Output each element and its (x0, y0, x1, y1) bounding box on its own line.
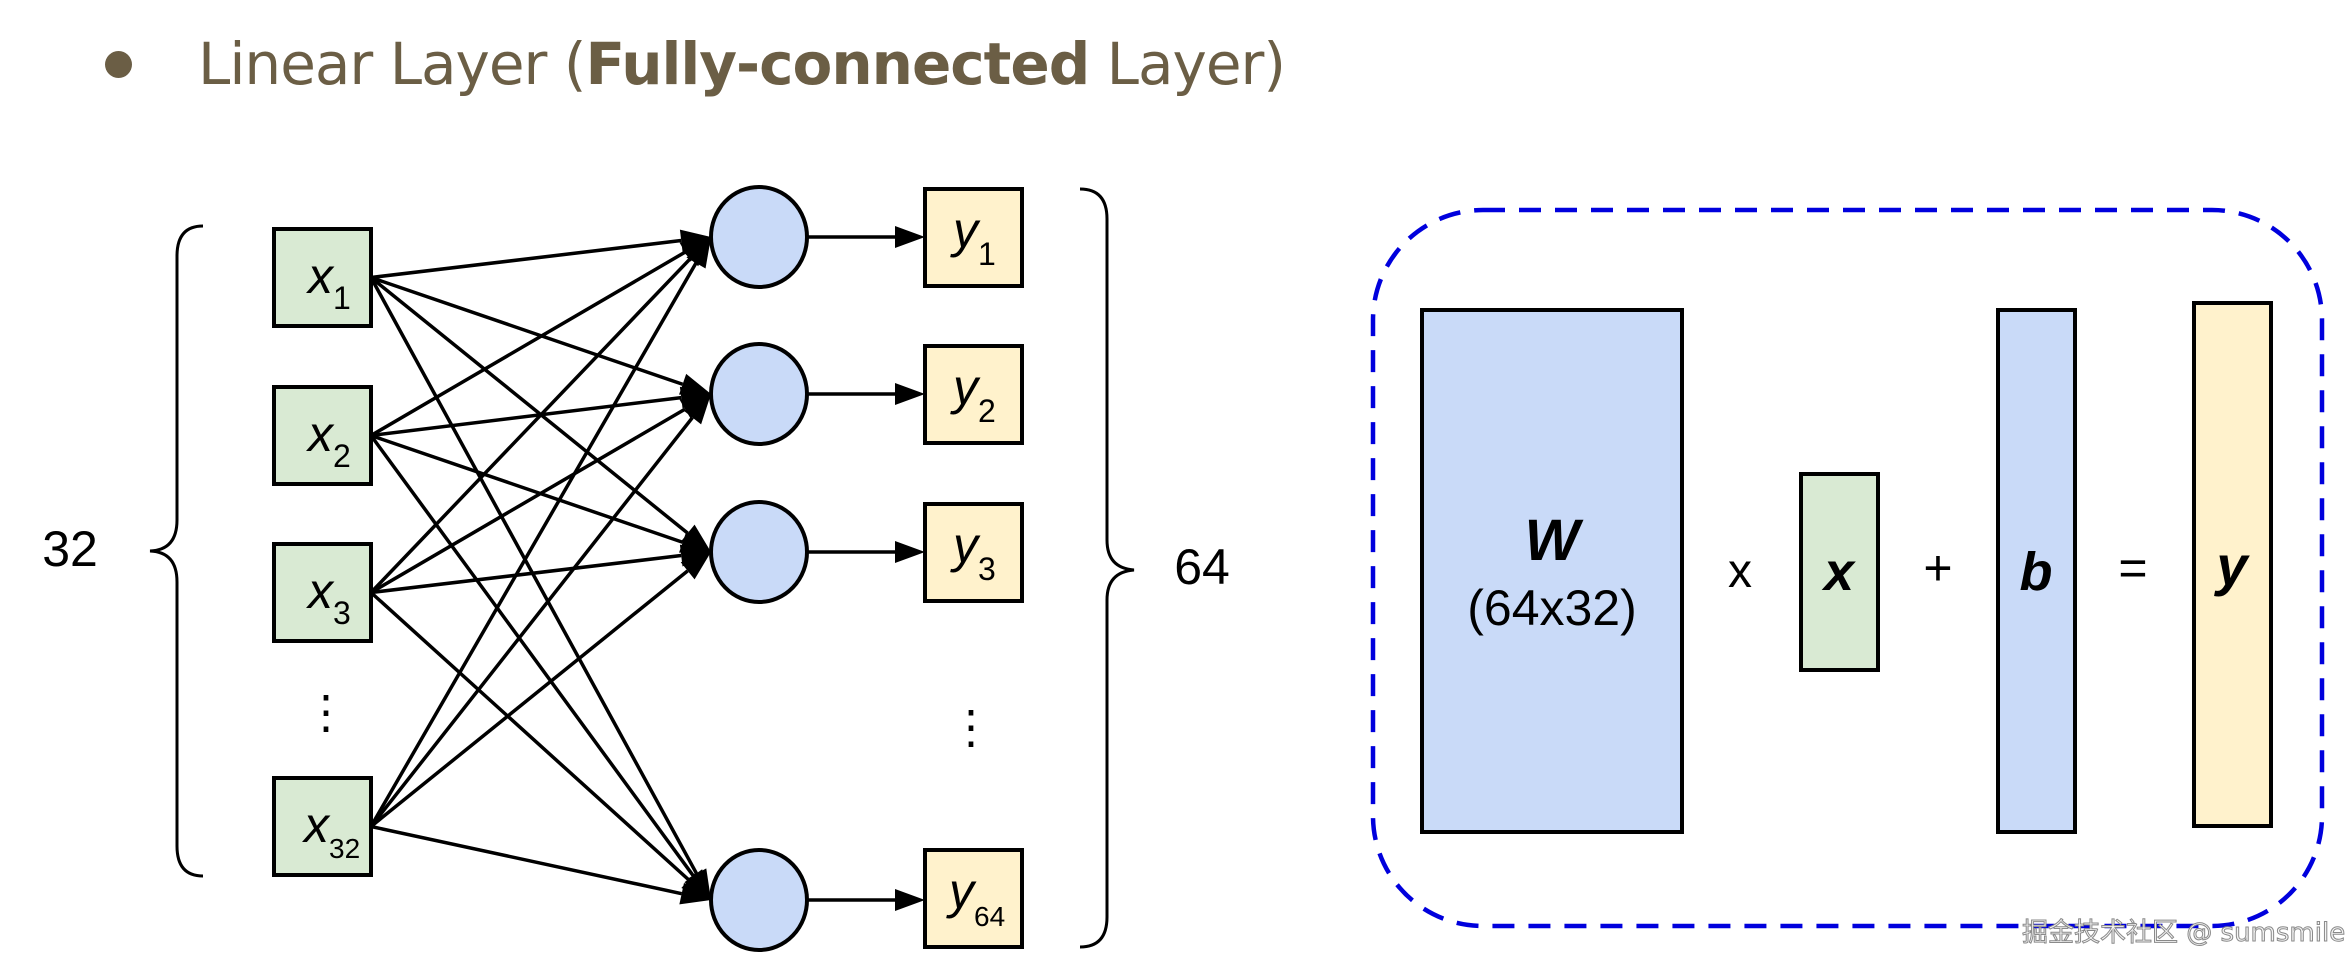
title-prefix: Linear Layer ( (198, 30, 586, 98)
arrowhead-icon (686, 237, 711, 269)
slide-title: Linear Layer (Fully-connected Layer) (0, 0, 2352, 140)
output-node-subscript: 3 (978, 551, 996, 587)
bias-vector (1996, 308, 2077, 834)
output-count-label: 64 (1174, 539, 1230, 595)
input-node: x3 (272, 542, 373, 643)
input-vector-label: x (1821, 542, 1856, 602)
arrowhead-icon (680, 524, 711, 552)
arrowhead-icon (895, 226, 925, 248)
equation-dashed-border (1370, 207, 2325, 929)
connection-edges (369, 229, 711, 905)
weight-label: W (1525, 508, 1584, 573)
output-nodes: y1 y2 y3 y64 (923, 187, 1024, 949)
connection-line (370, 407, 686, 595)
bullet-icon (105, 51, 132, 78)
arrowhead-icon (683, 394, 711, 425)
connection-line (370, 824, 683, 896)
input-node: x32 (272, 776, 373, 877)
connection-line (370, 553, 682, 595)
weight-shape: (64x32) (1467, 580, 1637, 636)
input-node-subscript: 1 (333, 280, 351, 316)
connection-line (369, 569, 689, 828)
neuron-node (709, 342, 809, 446)
output-node-subscript: 64 (974, 901, 1005, 932)
output-node-subscript: 2 (978, 393, 996, 429)
input-ellipsis: ⋮ (303, 686, 349, 738)
input-count-label: 32 (42, 521, 98, 577)
output-node: y3 (923, 502, 1024, 603)
neuron-node (709, 848, 809, 952)
neuron-node (709, 500, 809, 604)
output-node: y64 (923, 848, 1024, 949)
connection-line (369, 434, 695, 877)
watermark: 掘金技术社区 @ sumsmile (2021, 918, 2346, 949)
plus-operator: + (1923, 540, 1952, 596)
connection-line (369, 416, 694, 828)
input-vector (1799, 472, 1880, 672)
arrowhead-icon (681, 871, 711, 900)
input-brace (149, 224, 204, 878)
connection-line (370, 238, 682, 280)
neuron-node (709, 185, 809, 289)
output-brace (1079, 187, 1135, 949)
connection-line (370, 275, 684, 386)
connection-line (369, 276, 699, 875)
input-node: x1 (272, 227, 373, 328)
arrowhead-icon (680, 552, 711, 580)
connection-line (370, 433, 684, 544)
input-node-subscript: 32 (329, 833, 360, 864)
weight-matrix (1420, 308, 1684, 834)
arrowhead-icon (679, 882, 711, 905)
arrowhead-icon (895, 383, 925, 405)
output-vector (2192, 301, 2273, 828)
output-node: y1 (923, 187, 1024, 288)
output-ellipsis: ⋮ (948, 701, 994, 753)
connection-line (369, 262, 698, 828)
input-node-subscript: 3 (333, 595, 351, 631)
arrowhead-icon (895, 541, 925, 563)
connection-line (369, 257, 692, 594)
input-node: x2 (272, 385, 373, 486)
input-nodes: x1 x2 x3 x32 (272, 227, 373, 877)
bias-label: b (2020, 542, 2053, 602)
arrowhead-icon (895, 889, 925, 911)
connection-line (370, 250, 686, 438)
equals-operator: = (2118, 540, 2147, 596)
multiply-operator: x (1728, 545, 1752, 598)
input-node-subscript: 2 (333, 438, 351, 474)
connection-line (369, 591, 690, 882)
output-node-subscript: 1 (978, 236, 996, 272)
output-node: y2 (923, 344, 1024, 445)
title-suffix: Layer) (1089, 30, 1286, 98)
output-vector-label: y (2213, 534, 2250, 597)
neuron-nodes (709, 185, 925, 952)
connection-line (369, 276, 689, 535)
title-bold: Fully-connected (585, 30, 1090, 98)
connection-line (370, 395, 682, 438)
title-text: Linear Layer (Fully-connected Layer) (198, 30, 1286, 98)
